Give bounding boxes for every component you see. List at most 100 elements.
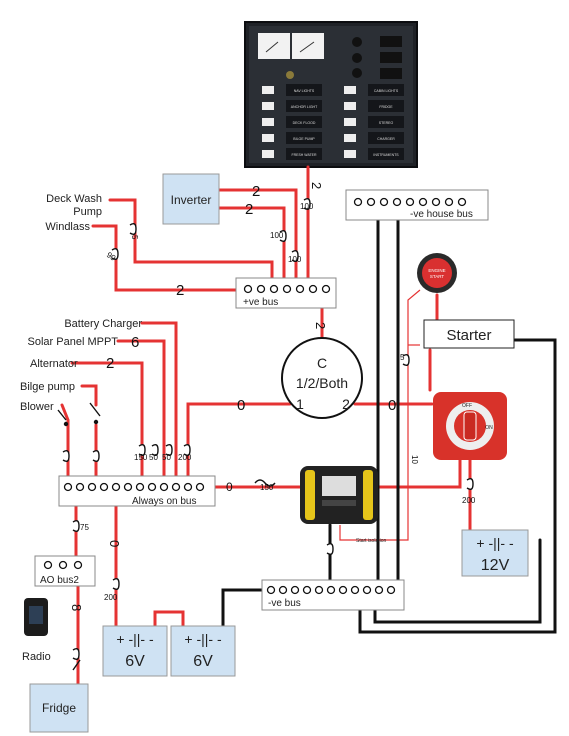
fuse <box>111 247 119 261</box>
panel-toggle[interactable] <box>344 150 356 158</box>
gauge-label: 2 <box>106 355 114 372</box>
start-isolation-label: Start isolation <box>356 538 387 544</box>
solar-mppt-label: Solar Panel MPPT <box>28 336 119 348</box>
radio-icon <box>24 598 48 636</box>
panel-label: ANCHOR LIGHT <box>291 105 318 109</box>
gauge-label: 0 <box>388 397 396 414</box>
fuse <box>112 577 120 591</box>
panel-toggle[interactable] <box>262 150 274 158</box>
fuse <box>72 519 80 533</box>
fuse-rating: 100 <box>270 231 284 240</box>
fuse-rating: 200 <box>178 453 192 462</box>
panel-label: CABIN LIGHTS <box>374 89 399 93</box>
on-label: ON <box>485 425 493 431</box>
battery-charger-label: Battery Charger <box>64 318 142 330</box>
selector-pos2: 2 <box>342 396 350 412</box>
panel-toggle[interactable] <box>262 134 274 142</box>
neg-house-bus-label: -ve house bus <box>410 209 473 220</box>
panel-label: CHARGER <box>377 137 395 141</box>
fuse <box>72 647 80 661</box>
gauge-label: 2 <box>176 282 184 299</box>
neg-house-bus[interactable]: -ve house bus <box>345 189 489 221</box>
windlass-label: Windlass <box>45 221 90 233</box>
off-label: OFF <box>462 403 472 409</box>
selector-common: C <box>317 355 327 371</box>
red-battery-switch[interactable]: OFF ON <box>433 392 507 460</box>
panel-label: DECK FLOOD <box>293 121 316 125</box>
isolator-device[interactable] <box>300 466 378 524</box>
fuse <box>183 443 191 457</box>
fuse-rating: 5 <box>130 235 139 240</box>
neg-bus[interactable]: -ve bus <box>261 579 405 611</box>
panel-label: BILGE PUMP <box>293 137 315 141</box>
fuse <box>92 449 100 463</box>
neg-bus-label: -ve bus <box>268 598 301 609</box>
fuse <box>291 249 299 263</box>
pos-bus-label: +ve bus <box>243 297 278 308</box>
panel-toggle[interactable] <box>344 118 356 126</box>
fridge-box[interactable]: Fridge <box>29 683 89 733</box>
engine-start-text: START <box>430 274 445 279</box>
selector-pos1: 1 <box>296 396 304 412</box>
radio-label: Radio <box>22 651 51 663</box>
panel-toggle[interactable] <box>262 118 274 126</box>
fuse-rating: 200 <box>462 496 476 505</box>
control-wires <box>339 289 421 541</box>
fuse-rating: 100 <box>300 202 314 211</box>
always-on-bus-label: Always on bus <box>132 496 196 507</box>
starter-box[interactable]: Starter <box>423 319 515 349</box>
battery-symbol: + -||- - <box>116 631 154 647</box>
voltmeter-gauge <box>258 33 290 59</box>
panel-toggle[interactable] <box>262 86 274 94</box>
battery-selector-circle[interactable]: C 1/2/Both 1 2 <box>281 337 363 419</box>
battery-6v-a[interactable]: + -||- - 6V <box>102 625 168 677</box>
battery-12v[interactable]: + -||- - 12V <box>461 529 529 577</box>
fuse <box>326 542 334 556</box>
fuse <box>402 353 410 367</box>
alternator-label: Alternator <box>30 358 78 370</box>
battery-6v-b[interactable]: + -||- - 6V <box>170 625 236 677</box>
gauge-label: 2 <box>245 201 253 218</box>
fuse <box>151 443 159 457</box>
panel-toggle[interactable] <box>344 86 356 94</box>
panel-switch-column-right: CABIN LIGHTS FRIDGE STEREO CHARGER INSTR… <box>344 84 404 160</box>
panel-toggle[interactable] <box>262 102 274 110</box>
always-on-bus[interactable]: Always on bus <box>58 475 216 507</box>
inverter-box[interactable]: Inverter <box>162 173 220 225</box>
negative-wires <box>221 203 557 634</box>
gauge-label: 2 <box>313 322 328 329</box>
ao-bus2-label: AO bus2 <box>40 575 79 586</box>
panel-label: FRESH WATER <box>291 153 317 157</box>
ao-bus2[interactable]: AO bus2 <box>34 555 96 587</box>
panel-toggle[interactable] <box>344 102 356 110</box>
load-labels: Deck Wash Pump Windlass Battery Charger … <box>20 193 142 663</box>
fuse <box>129 222 137 236</box>
fuse <box>466 477 474 491</box>
fuse-rating: 75 <box>80 523 89 532</box>
panel-toggle[interactable] <box>344 134 356 142</box>
bilge-pump-label: Bilge pump <box>20 381 75 393</box>
engine-start-text: ENGINE <box>428 268 445 273</box>
gauge-label: 2 <box>309 182 324 189</box>
starter-label: Starter <box>446 327 491 344</box>
deck-wash-label: Deck Wash <box>46 193 102 205</box>
blower-label: Blower <box>20 401 54 413</box>
panel-label: NAV LIGHTS <box>294 89 315 93</box>
fuse-rating: 50 <box>162 453 171 462</box>
battery-voltage: 6V <box>193 653 213 670</box>
deck-wash-label-2: Pump <box>73 206 102 218</box>
fuse-rating: 150 <box>134 453 148 462</box>
switch-contacts <box>57 402 101 671</box>
selector-positions: 1/2/Both <box>296 375 348 391</box>
fuse <box>165 443 173 457</box>
panel-label: INSTRUMENTS <box>373 153 399 157</box>
fuses <box>62 197 474 661</box>
fuse-rating: 200 <box>104 593 118 602</box>
fuse-rating: 5 <box>400 353 405 362</box>
engine-start-button[interactable]: ENGINE START <box>417 253 457 293</box>
fuse-rating: 100 <box>288 255 302 264</box>
fridge-label: Fridge <box>42 701 76 715</box>
pos-bus[interactable]: +ve bus <box>235 277 337 309</box>
fuse-rating: 10 <box>410 455 419 464</box>
